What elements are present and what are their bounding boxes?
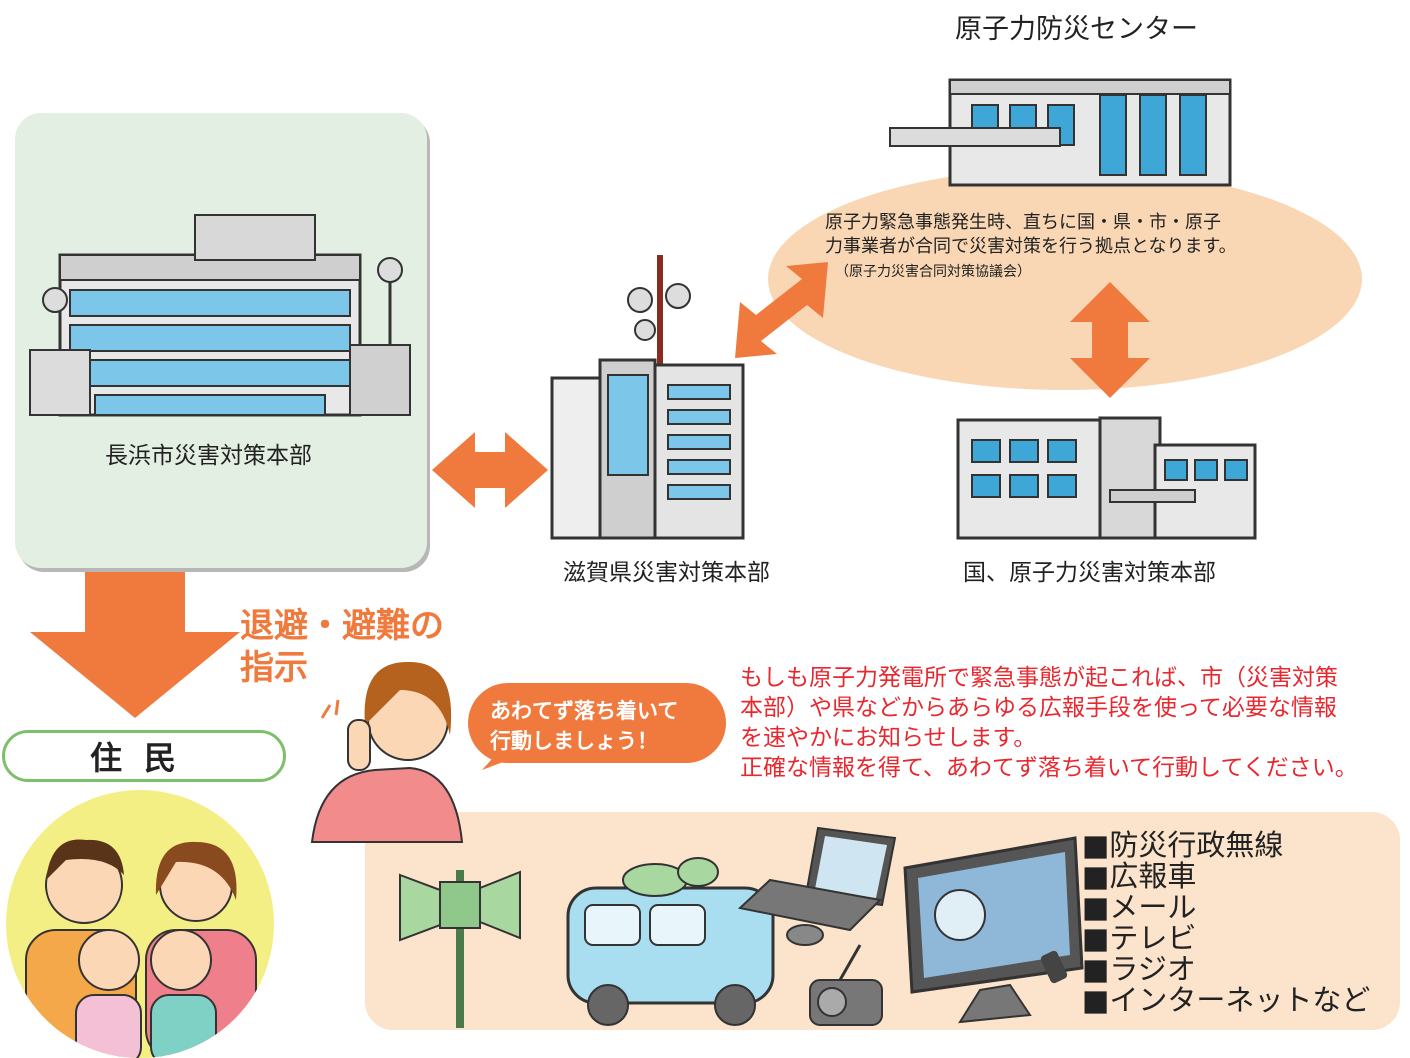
national-hq-building-icon <box>956 416 1257 540</box>
city-hq-label: 長浜市災害対策本部 <box>105 443 312 469</box>
pr-vehicle-icon <box>566 857 775 1026</box>
disaster-center-sub-note: （原子力災害合同対策協議会） <box>835 264 1031 280</box>
disaster-center-building-icon <box>889 78 1232 187</box>
notice-line: 正確な情報を得て、あわてず落ち着いて行動してください。 <box>740 755 1358 781</box>
prefecture-hq-building-icon <box>550 255 745 540</box>
media-item: ■ラジオ <box>1082 952 1196 986</box>
speech-line: あわてず落ち着いて <box>490 699 679 723</box>
evacuation-instruction: 退避・避難の 指示 <box>240 605 444 689</box>
evacuation-line: 退避・避難の <box>240 606 444 646</box>
disaster-center-description: 原子力緊急事態発生時、直ちに国・県・市・原子 力事業者が合同で災害対策を行う拠点… <box>825 211 1237 259</box>
media-item: ■メール <box>1082 890 1197 924</box>
family-icon <box>25 839 257 1058</box>
evacuation-line: 指示 <box>240 648 308 688</box>
laptop-icon <box>737 826 897 946</box>
media-item: ■防災行政無線 <box>1082 828 1284 862</box>
notice-line: もしも原子力発電所で緊急事態が起これば、市（災害対策 <box>740 665 1338 691</box>
residents-badge: 住民 <box>2 730 286 782</box>
speech-text: あわてず落ち着いて 行動しましょう！ <box>490 696 678 756</box>
disaster-center-ellipse <box>768 168 1362 390</box>
double-arrow-icon-prefecture-center <box>735 262 828 358</box>
double-arrow-icon-center-national <box>1070 282 1150 398</box>
radio-icon <box>809 944 883 1026</box>
family-circle <box>6 790 274 1058</box>
speaking-woman-icon <box>310 661 464 843</box>
speech-bubble <box>468 683 726 763</box>
city-hq-building-icon <box>29 214 411 417</box>
media-item: ■テレビ <box>1082 921 1197 955</box>
notice-line: 本部）や県などからあらゆる広報手段を使って必要な情報 <box>740 695 1337 721</box>
loudspeaker-icon <box>399 870 521 1028</box>
national-hq-label: 国、原子力災害対策本部 <box>963 560 1216 586</box>
television-icon <box>903 836 1084 1024</box>
description-line: 力事業者が合同で災害対策を行う拠点となります。 <box>825 236 1237 257</box>
speech-line: 行動しましょう！ <box>490 729 658 753</box>
media-list: ■防災行政無線 ■広報車 ■メール ■テレビ ■ラジオ ■インターネットなど <box>1082 830 1370 1016</box>
description-line: 原子力緊急事態発生時、直ちに国・県・市・原子 <box>825 212 1221 233</box>
prefecture-hq-label: 滋賀県災害対策本部 <box>563 560 770 586</box>
media-item: ■広報車 <box>1082 859 1197 893</box>
down-arrow-icon <box>30 572 240 718</box>
disaster-center-title: 原子力防災センター <box>955 14 1198 45</box>
notice-text: もしも原子力発電所で緊急事態が起これば、市（災害対策 本部）や県などからあらゆる… <box>740 663 1358 783</box>
media-item: ■インターネットなど <box>1082 983 1371 1017</box>
double-arrow-icon-city-prefecture <box>432 432 548 508</box>
notice-line: を速やかにお知らせします。 <box>740 725 1037 751</box>
